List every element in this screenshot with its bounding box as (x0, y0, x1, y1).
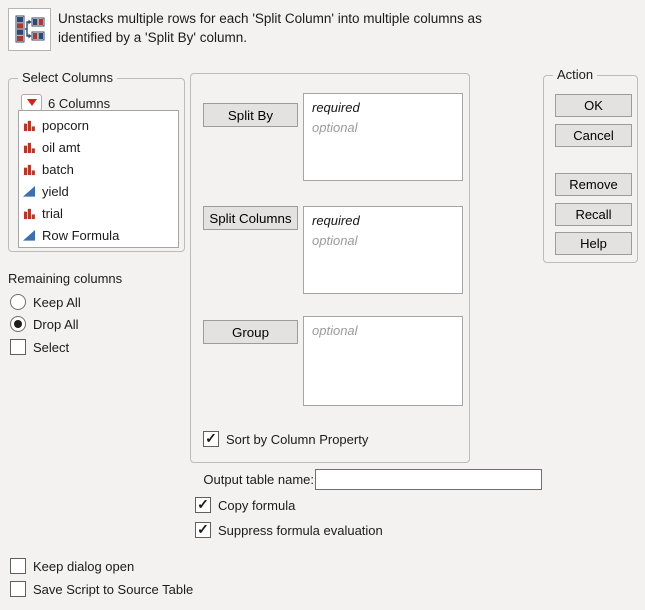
save-script-label: Save Script to Source Table (33, 581, 194, 597)
list-item[interactable]: batch (19, 158, 178, 180)
nominal-bars-icon (23, 120, 35, 131)
dialog-description: Unstacks multiple rows for each 'Split C… (58, 9, 588, 47)
group-listbox[interactable]: optional (303, 316, 463, 406)
split-columns-optional-placeholder: optional (312, 233, 358, 248)
keep-dialog-open-checkbox[interactable] (10, 558, 26, 574)
split-by-required-placeholder: required (312, 100, 360, 115)
source-columns-listbox[interactable]: popcorn oil amt batch yield trial Row Fo… (18, 110, 179, 248)
group-button[interactable]: Group (203, 320, 298, 344)
list-item[interactable]: popcorn (19, 114, 178, 136)
split-columns-required-placeholder: required (312, 213, 360, 228)
nominal-bars-icon (23, 142, 35, 153)
copy-formula-label: Copy formula (218, 497, 296, 513)
split-by-optional-placeholder: optional (312, 120, 358, 135)
continuous-triangle-icon (23, 185, 36, 197)
select-label: Select (33, 339, 70, 355)
select-columns-panel: Select Columns 6 Columns popcorn oil amt… (8, 70, 185, 252)
copy-formula-checkbox[interactable] (195, 497, 211, 513)
nominal-bars-icon (23, 164, 35, 175)
drop-all-option[interactable]: Drop All (10, 316, 79, 332)
column-name: popcorn (42, 117, 89, 133)
recall-button[interactable]: Recall (555, 203, 632, 226)
split-by-button[interactable]: Split By (203, 103, 298, 127)
keep-all-option[interactable]: Keep All (10, 294, 81, 310)
ok-button[interactable]: OK (555, 94, 632, 117)
drop-all-label: Drop All (33, 316, 79, 332)
red-triangle-menu-icon (26, 99, 37, 106)
action-panel: Action OK Cancel Remove Recall Help (543, 67, 638, 263)
list-item[interactable]: yield (19, 180, 178, 202)
cancel-button[interactable]: Cancel (555, 124, 632, 147)
column-name: trial (42, 205, 63, 221)
column-name: yield (42, 183, 69, 199)
column-name: oil amt (42, 139, 81, 155)
list-item[interactable]: trial (19, 202, 178, 224)
keep-dialog-open-label: Keep dialog open (33, 558, 135, 574)
split-by-listbox[interactable]: required optional (303, 93, 463, 181)
save-script-checkbox[interactable] (10, 581, 26, 597)
columns-menu-button[interactable] (21, 94, 42, 111)
action-title: Action (553, 67, 598, 82)
output-table-name-label: Output table name: (203, 472, 314, 487)
help-button[interactable]: Help (555, 232, 632, 255)
description-line-2: identified by a 'Split By' column. (58, 30, 247, 45)
suppress-formula-evaluation-checkbox[interactable] (195, 522, 211, 538)
sort-by-column-property-label: Sort by Column Property (226, 431, 369, 447)
sort-by-column-property-checkbox[interactable] (203, 431, 219, 447)
continuous-triangle-icon (23, 229, 36, 241)
output-table-name-input[interactable] (315, 469, 542, 490)
list-item[interactable]: Row Formula (19, 224, 178, 246)
suppress-formula-evaluation-label: Suppress formula evaluation (218, 522, 383, 538)
keep-all-label: Keep All (33, 294, 81, 310)
column-name: Row Formula (42, 227, 120, 243)
split-dialog-icon-button (8, 8, 51, 51)
keep-all-radio[interactable] (10, 294, 26, 310)
description-line-1: Unstacks multiple rows for each 'Split C… (58, 11, 482, 26)
remove-button[interactable]: Remove (555, 173, 632, 196)
select-columns-title: Select Columns (18, 70, 118, 85)
drop-all-radio[interactable] (10, 316, 26, 332)
split-columns-button[interactable]: Split Columns (203, 206, 298, 230)
cast-roles-panel: Split By required optional Split Columns… (190, 73, 470, 463)
suppress-formula-evaluation-option[interactable]: Suppress formula evaluation (195, 522, 383, 538)
nominal-bars-icon (23, 208, 35, 219)
list-item[interactable]: oil amt (19, 136, 178, 158)
column-name: batch (42, 161, 74, 177)
columns-count-label: 6 Columns (48, 96, 111, 111)
select-checkbox[interactable] (10, 339, 26, 355)
select-option[interactable]: Select (10, 339, 69, 355)
split-columns-listbox[interactable]: required optional (303, 206, 463, 294)
sort-by-column-property-option[interactable]: Sort by Column Property (203, 431, 368, 447)
copy-formula-option[interactable]: Copy formula (195, 497, 295, 513)
remaining-columns-label: Remaining columns (8, 271, 123, 286)
group-optional-placeholder: optional (312, 323, 358, 338)
save-script-option[interactable]: Save Script to Source Table (10, 581, 193, 597)
split-table-icon (15, 15, 44, 42)
keep-dialog-open-option[interactable]: Keep dialog open (10, 558, 134, 574)
